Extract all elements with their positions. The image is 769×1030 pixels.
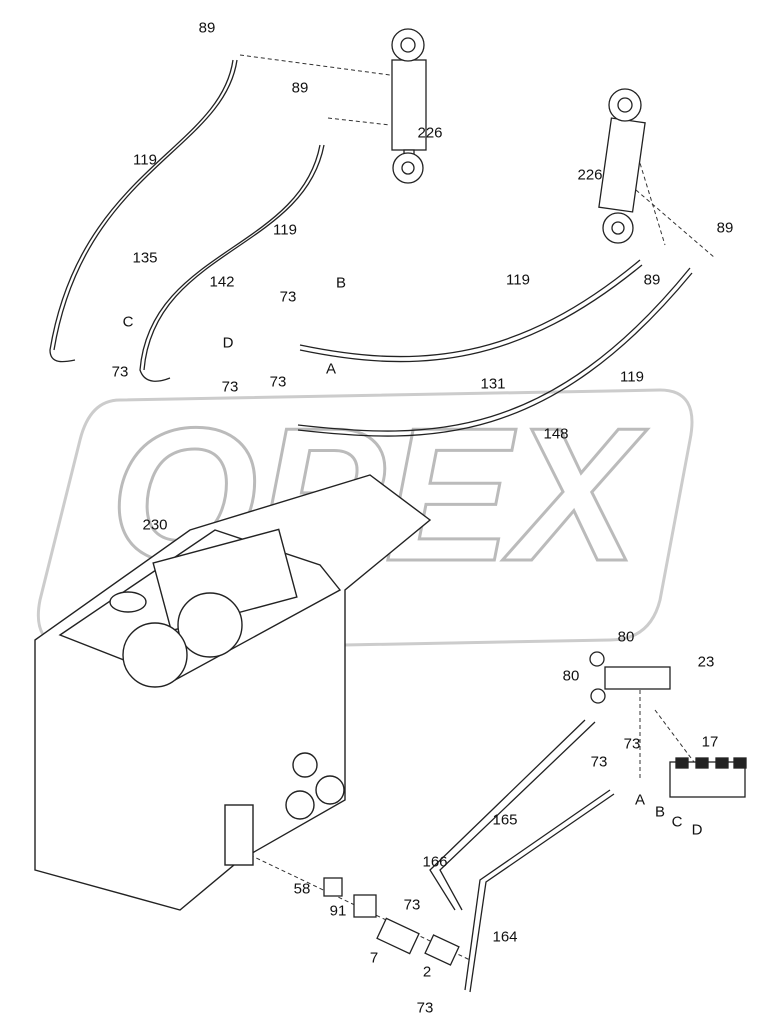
part-callout: 7	[369, 949, 379, 967]
hydraulic-tank	[34, 474, 432, 911]
part-callout: 73	[416, 999, 434, 1017]
part-callout: 230	[142, 516, 168, 534]
part-callout: 135	[132, 249, 158, 267]
part-callout: 119	[506, 271, 530, 289]
filter-parts	[323, 877, 460, 966]
part-callout: 58	[293, 880, 311, 898]
part-callout: 165	[492, 811, 518, 829]
part-callout: 2	[422, 963, 432, 981]
part-callout: C	[671, 813, 683, 831]
part-callout: B	[335, 274, 347, 292]
part-callout: 119	[620, 368, 644, 386]
part-callout: 148	[543, 425, 569, 443]
part-callout: D	[222, 334, 234, 352]
part-callout: 89	[291, 79, 309, 97]
part-callout: 89	[716, 219, 734, 237]
part-callout: A	[634, 791, 646, 809]
part-callout: 80	[562, 667, 580, 685]
hoses	[49, 59, 693, 993]
part-callout: 89	[198, 19, 216, 37]
part-callout: 142	[209, 273, 235, 291]
part-callout: D	[691, 821, 703, 839]
part-callout: 73	[269, 373, 287, 391]
part-callout: 17	[701, 733, 719, 751]
part-callout: B	[654, 803, 666, 821]
part-callout: 164	[492, 928, 518, 946]
cylinder-left	[391, 28, 427, 184]
part-callout: 89	[643, 271, 661, 289]
part-callout: 73	[590, 753, 608, 771]
part-callout: 226	[417, 124, 443, 142]
part-callout: 23	[697, 653, 715, 671]
valve-block	[589, 651, 747, 798]
part-callout: 119	[133, 151, 157, 169]
part-callout: 131	[480, 375, 506, 393]
part-callout: 73	[403, 896, 421, 914]
cylinder-right	[598, 88, 646, 244]
part-callout: 119	[273, 221, 297, 239]
part-callout: C	[122, 313, 134, 331]
part-callout: A	[325, 360, 337, 378]
part-callout: 91	[329, 902, 347, 920]
part-callout: 73	[221, 378, 239, 396]
part-callout: 73	[623, 735, 641, 753]
part-callout: 80	[617, 628, 635, 646]
part-callout: 73	[279, 288, 297, 306]
part-callout: 73	[111, 363, 129, 381]
part-callout: 226	[577, 166, 603, 184]
part-callout: 166	[422, 853, 448, 871]
